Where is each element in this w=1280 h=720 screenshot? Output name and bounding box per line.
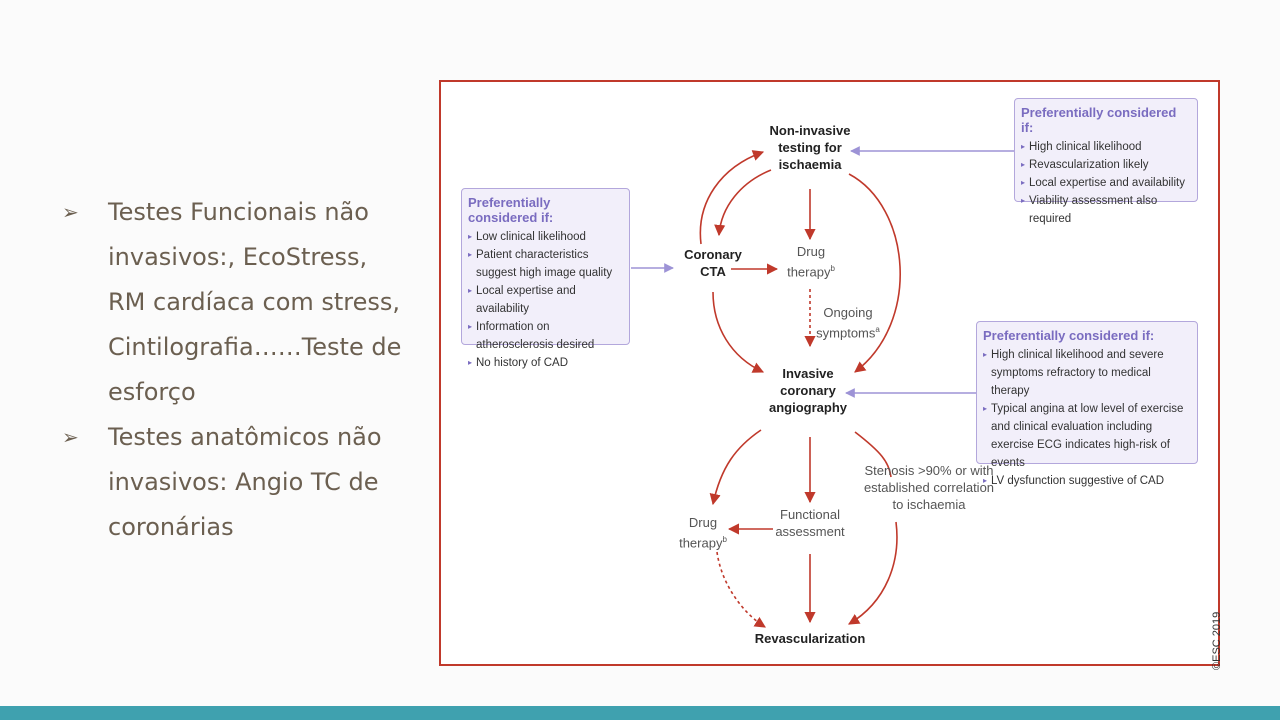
box-list-item: Information on atherosclerosis desired xyxy=(468,318,623,354)
bullet-item: ➢ Testes Funcionais não invasivos:, EcoSt… xyxy=(62,190,412,415)
box-list-item: Low clinical likelihood xyxy=(468,228,623,246)
box-list-item: Viability assessment also required xyxy=(1021,192,1191,228)
box-list: High clinical likelihood and severe symp… xyxy=(983,346,1191,490)
box-heading: Preferentially considered if: xyxy=(983,328,1155,343)
node-stenosis: Stenosis >90% or with established correl… xyxy=(863,463,995,512)
box-list: High clinical likelihood Revascularizati… xyxy=(1021,138,1191,228)
bullet-text: Testes anatômicos não invasivos: Angio T… xyxy=(108,423,382,541)
node-functional-assessment: Functional assessment xyxy=(775,507,845,539)
node-coronary-cta: Coronary CTA xyxy=(684,247,742,279)
node-revascularization: Revascularization xyxy=(754,631,866,646)
box-list: Low clinical likelihood Patient characte… xyxy=(468,228,623,372)
bullet-list: ➢ Testes Funcionais não invasivos:, EcoSt… xyxy=(62,190,412,550)
bullet-arrow-icon: ➢ xyxy=(62,425,79,449)
box-list-item: Patient characteristics suggest high ima… xyxy=(468,246,623,282)
box-list-item: High clinical likelihood xyxy=(1021,138,1191,156)
box-list-item: Revascularization likely xyxy=(1021,156,1191,174)
box-noninvasive-criteria: Preferentially considered if: High clini… xyxy=(1014,98,1198,225)
node-invasive-angiography: Invasive coronary angiography xyxy=(768,366,847,415)
esc-flowchart: Non-invasive testing for ischaemia Coron… xyxy=(439,80,1223,670)
flowchart-arrows xyxy=(631,146,1015,628)
node-ongoing-symptoms: Ongoing symptomsa xyxy=(816,305,880,341)
box-list-item: High clinical likelihood and severe symp… xyxy=(983,346,1191,400)
box-list-item: Local expertise and availability xyxy=(1021,174,1191,192)
box-list-item: Typical angina at low level of exercise … xyxy=(983,400,1191,472)
box-list-item: Local expertise and availability xyxy=(468,282,623,318)
node-drug-therapy-bottom: Drug therapyb xyxy=(679,515,727,551)
bullet-text: Testes Funcionais não invasivos:, EcoStr… xyxy=(108,198,402,406)
copyright-text: ©ESC 2019 xyxy=(1211,611,1223,670)
box-list-item: LV dysfunction suggestive of CAD xyxy=(983,472,1191,490)
bottom-accent-bar xyxy=(0,706,1280,720)
node-non-invasive-testing: Non-invasive testing for ischaemia xyxy=(769,123,851,172)
bullet-arrow-icon: ➢ xyxy=(62,200,79,224)
bullet-item: ➢ Testes anatômicos não invasivos: Angio … xyxy=(62,415,412,550)
box-heading: Preferentially considered if: xyxy=(1021,105,1177,135)
box-list-item: No history of CAD xyxy=(468,354,623,372)
box-cta-criteria: Preferentially considered if: Low clinic… xyxy=(461,188,630,372)
box-invasive-criteria: Preferentially considered if: High clini… xyxy=(976,321,1198,490)
node-drug-therapy-top: Drug therapyb xyxy=(787,244,835,280)
box-heading: Preferentially considered if: xyxy=(468,195,554,225)
